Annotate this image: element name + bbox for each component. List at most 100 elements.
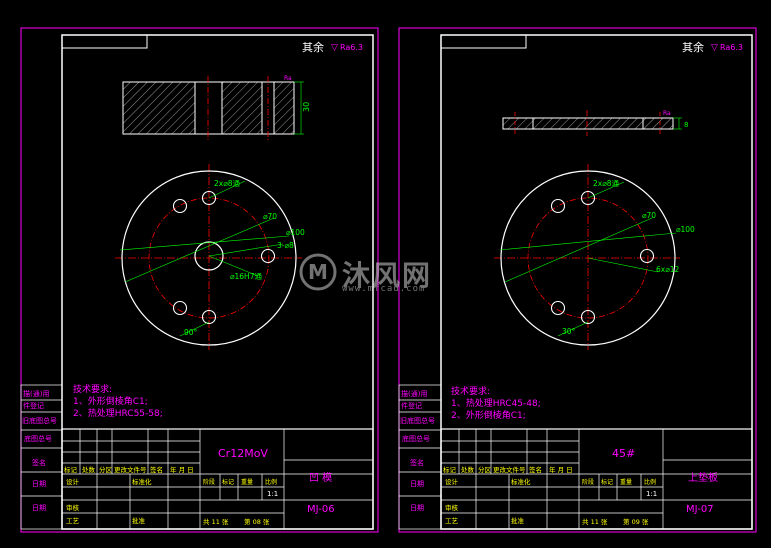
- title-block: [61, 428, 374, 530]
- header-label: 更改文件号: [114, 465, 147, 474]
- center-hole: [194, 241, 224, 271]
- section-view: 8 Ra: [502, 110, 688, 136]
- side-label: 签名: [32, 458, 46, 467]
- bolt-hole: [550, 300, 566, 316]
- row-label: 审核: [66, 503, 80, 512]
- side-label: 日期: [32, 480, 46, 488]
- row-label: 工艺: [445, 517, 459, 525]
- bolt-hole: [172, 300, 188, 316]
- roughness-prefix: 其余: [302, 40, 324, 54]
- dim-label: ⌀70: [642, 211, 656, 220]
- dim-label: 30°: [562, 327, 576, 336]
- dim-label: ⌀100: [676, 225, 695, 234]
- side-label: 描(通)用: [23, 389, 49, 398]
- dim-label: ⌀70: [263, 212, 277, 221]
- bolt-hole: [172, 198, 188, 214]
- header-label: 签名: [150, 465, 163, 474]
- roughness-symbol: ▽: [711, 43, 718, 53]
- thickness-dim: 30: [302, 102, 311, 112]
- side-label: 底图总号: [402, 434, 430, 443]
- side-label: 日期: [410, 504, 424, 512]
- sheet-no: 第 09 张: [623, 517, 649, 526]
- side-column: [398, 384, 442, 530]
- drawing-code: MJ-06: [307, 504, 335, 515]
- header-label: 分区: [478, 465, 492, 474]
- dim-label: ⌀100: [286, 228, 305, 237]
- roughness-value: Ra6.3: [340, 43, 363, 52]
- bolt-hole: [639, 248, 655, 264]
- outer-circle: [121, 170, 297, 346]
- bolt-hole: [201, 190, 217, 206]
- row-label: 审核: [445, 503, 459, 512]
- row-label: 批准: [132, 516, 146, 525]
- side-label: 日期: [410, 480, 424, 488]
- sheet-left: 其余 ▽ Ra6.3 30 Ra: [20, 27, 379, 533]
- code-box: [440, 34, 527, 49]
- section-view: 30 Ra: [122, 75, 311, 140]
- header-label: 年 月 日: [170, 465, 194, 474]
- bolt-hole: [550, 198, 566, 214]
- side-label: 底图总号: [24, 434, 52, 443]
- sheet-right: 其余 ▽ Ra6.3 8 Ra: [398, 27, 757, 533]
- mid-label: 重量: [620, 478, 632, 486]
- material: Cr12MoV: [218, 447, 268, 460]
- dim-label: ⌀16H7通: [230, 271, 262, 281]
- inner-border: [440, 34, 753, 530]
- header-label: 更改文件号: [493, 465, 526, 474]
- tech-line: 1、热处理HRC45-48;: [451, 397, 541, 409]
- row-label: 设计: [66, 477, 80, 486]
- tech-title: 技术要求:: [73, 383, 112, 395]
- scale: 1:1: [267, 490, 278, 498]
- side-label: 签名: [410, 458, 424, 467]
- header-label: 标记: [64, 465, 78, 474]
- header-label: 标记: [443, 465, 457, 474]
- header-label: 处数: [82, 465, 96, 474]
- outer-frame: [20, 27, 379, 533]
- watermark-url: www.mfcad.com: [342, 284, 426, 294]
- header-label: 处数: [461, 465, 475, 474]
- sheet-total: 共 11 张: [203, 517, 229, 526]
- material: 45#: [612, 447, 635, 460]
- side-label: 旧底图总号: [22, 416, 57, 425]
- dim-label: 2x⌀8通: [593, 178, 619, 188]
- bolt-hole: [201, 309, 217, 325]
- side-label: 件登记: [401, 401, 422, 410]
- row-label: 工艺: [66, 517, 80, 525]
- watermark: M 沐风网 www.mfcad.com: [298, 250, 473, 298]
- mid-label: 标记: [601, 478, 613, 486]
- header-label: 签名: [529, 465, 542, 474]
- bolt-hole: [580, 309, 596, 325]
- section-roughness: Ra: [284, 75, 292, 82]
- title-block: [440, 428, 753, 530]
- outer-circle: [500, 170, 676, 346]
- mid-label: 重量: [241, 478, 253, 486]
- side-label: 描(通)用: [401, 389, 427, 398]
- tech-line: 2、热处理HRC55-58;: [73, 407, 163, 419]
- plan-view: 2x⌀8通 ⌀70 ⌀100 3-⌀8 ⌀16H7通 90°: [115, 164, 305, 350]
- outer-frame: [398, 27, 757, 533]
- dim-label: 90°: [184, 328, 198, 337]
- section-roughness: Ra: [663, 110, 671, 117]
- mid-label: 比例: [265, 478, 277, 486]
- header-label: 分区: [99, 465, 113, 474]
- part-name: 凹 模: [309, 472, 332, 484]
- tech-line: 1、外形倒棱角C1;: [73, 395, 148, 407]
- svg-text:M: M: [308, 260, 328, 284]
- row-label: 标准化: [132, 477, 152, 486]
- thickness-dim: 8: [684, 121, 688, 129]
- mid-label: 比例: [644, 478, 656, 486]
- dim-label: 6x⌀12: [656, 265, 679, 274]
- plan-view: 2x⌀8通 ⌀70 ⌀100 6x⌀12 30°: [494, 164, 695, 350]
- dim-label: 3-⌀8: [277, 241, 294, 250]
- mid-label: 阶段: [203, 478, 215, 486]
- side-label: 件登记: [23, 401, 44, 410]
- bolt-hole: [580, 190, 596, 206]
- row-label: 批准: [511, 516, 525, 525]
- part-name: 上垫板: [688, 471, 718, 484]
- watermark-text: 沐风网: [342, 259, 433, 292]
- scale: 1:1: [646, 490, 657, 498]
- mid-label: 阶段: [582, 478, 594, 486]
- dim-label: 2x⌀8通: [214, 178, 240, 188]
- watermark-logo-icon: M: [299, 253, 337, 291]
